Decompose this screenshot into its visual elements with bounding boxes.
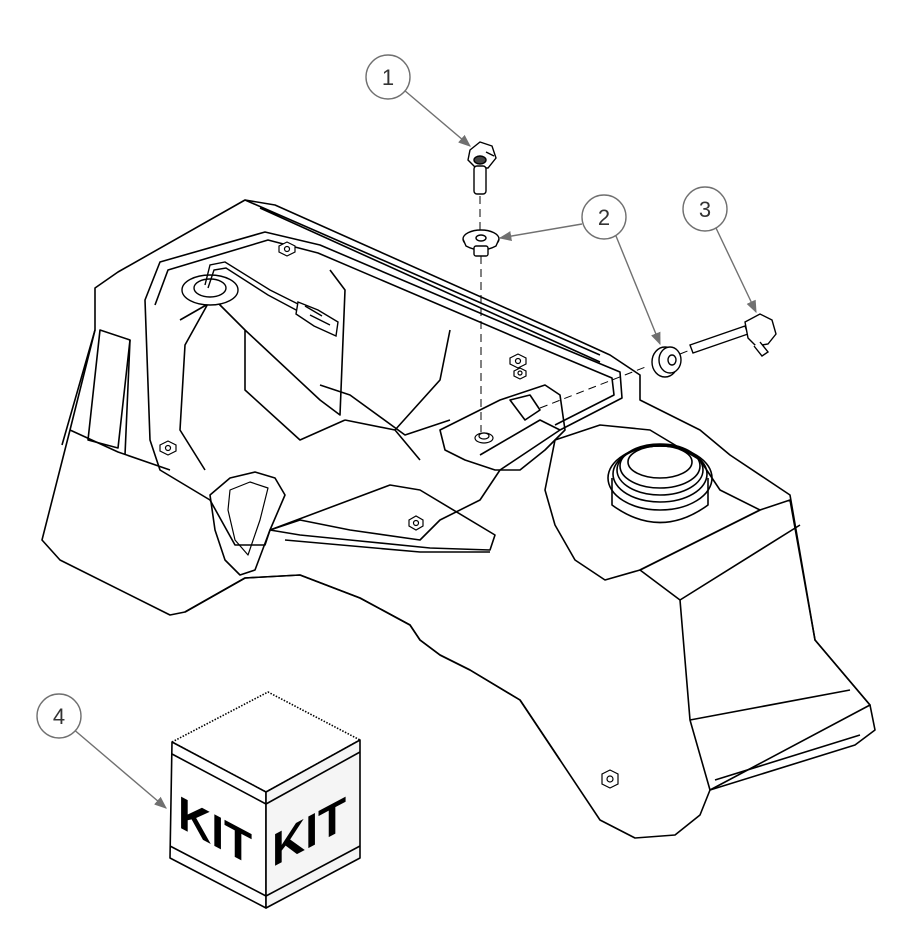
alignment-lines (479, 196, 691, 432)
tank-body (41, 199, 876, 839)
hex-nut (601, 769, 619, 789)
callout-2-circle (581, 194, 627, 240)
hex-nut (278, 241, 296, 257)
callout-1-number: 1 (382, 65, 394, 90)
tank-front-lip (269, 484, 496, 551)
callout-2-number: 2 (598, 205, 610, 230)
hex-nut (159, 440, 177, 456)
tank-rim (144, 231, 623, 546)
tank-left-panel (87, 329, 131, 449)
filler-cap-ring-3 (619, 443, 701, 489)
part-2-grommet-top (462, 229, 500, 257)
tank-center-shelf (439, 384, 566, 471)
callout-2: 2 (498, 194, 661, 346)
hex-nut (408, 515, 424, 531)
part-3-elbow-fitting (689, 313, 777, 357)
tank-underside (184, 574, 561, 761)
filler-cap-opening (627, 445, 693, 479)
hex-nut (513, 367, 527, 380)
callout-3-number: 3 (699, 197, 711, 222)
tank-fasteners (159, 241, 619, 789)
hex-nut (509, 353, 527, 369)
sender-wire (204, 261, 301, 312)
callout-3-leader (715, 227, 757, 314)
callout-4-circle (36, 693, 82, 739)
callout-2-leader-top (498, 223, 583, 242)
tank-outline (41, 199, 876, 839)
callout-3-circle (682, 186, 728, 232)
kit-box-right-face (265, 739, 361, 909)
kit-box: KIT KIT (169, 691, 361, 909)
callout-4-leader (71, 727, 167, 809)
callout-3: 3 (682, 186, 757, 314)
tank-right-block (639, 499, 871, 791)
callout-4: 4 (36, 693, 167, 809)
part-1-elbow-fitting (467, 141, 497, 195)
callout-2-leader-side (615, 235, 661, 346)
callout-1: 1 (365, 54, 471, 147)
callout-4-number: 4 (53, 704, 65, 729)
tank-well (179, 269, 451, 471)
fuel-sender-assembly (181, 261, 339, 338)
filler-cap-ring-2 (616, 444, 704, 496)
mount-hole (474, 432, 494, 444)
callout-1-leader (403, 89, 471, 147)
part-2-grommet-side (651, 346, 682, 378)
callout-1-circle (365, 54, 411, 100)
